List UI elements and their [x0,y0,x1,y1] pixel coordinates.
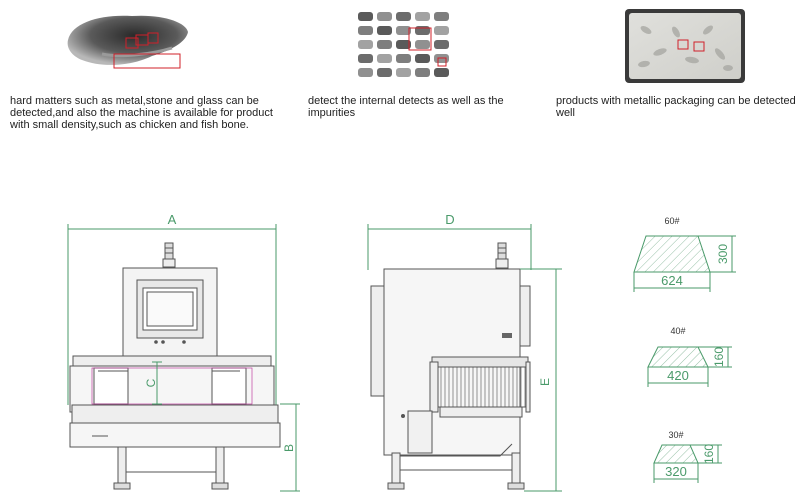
side-view-drawing: D E [367,212,562,492]
xray-image-metal-package [625,9,745,83]
dimension-e-label: E [538,378,552,386]
tunnel-height-label: 300 [716,244,730,264]
tunnel-size-diagrams: 60# 624 300 40# 420 160 30# 320 160 [633,216,736,483]
xray-image-tablets [358,12,449,77]
tunnel-model-label: 40# [670,326,685,336]
tunnel-model-label: 30# [668,430,683,440]
feature-caption-internal-defects: detect the internal detects as well as t… [308,95,504,119]
dimension-d-label: D [445,212,454,227]
dimension-b [280,403,300,492]
dimension-c [152,361,162,405]
tunnel-model-label: 60# [664,216,679,226]
dimension-a [67,224,277,405]
dimension-b-label: B [282,444,296,452]
dimension-d [367,224,532,270]
tunnel-profile [633,235,711,273]
dimension-a-label: A [168,212,177,227]
xray-image-meat [67,15,188,69]
tunnel-width-label: 320 [665,464,687,479]
tunnel-profile [647,346,709,368]
tunnel-profile [653,444,699,464]
tunnel-width-label: 420 [667,368,689,383]
feature-caption-metallic-packaging: products with metallic packaging can be … [556,95,796,119]
tunnel-width-label: 624 [661,273,683,288]
front-view-drawing: A C [67,212,300,492]
dimension-e [520,268,562,492]
tunnel-height-label: 160 [702,444,716,464]
feature-caption-hard-matters: hard matters such as metal,stone and gla… [10,95,273,131]
dimension-c-label: C [144,378,158,387]
tunnel-height-label: 160 [712,347,726,367]
